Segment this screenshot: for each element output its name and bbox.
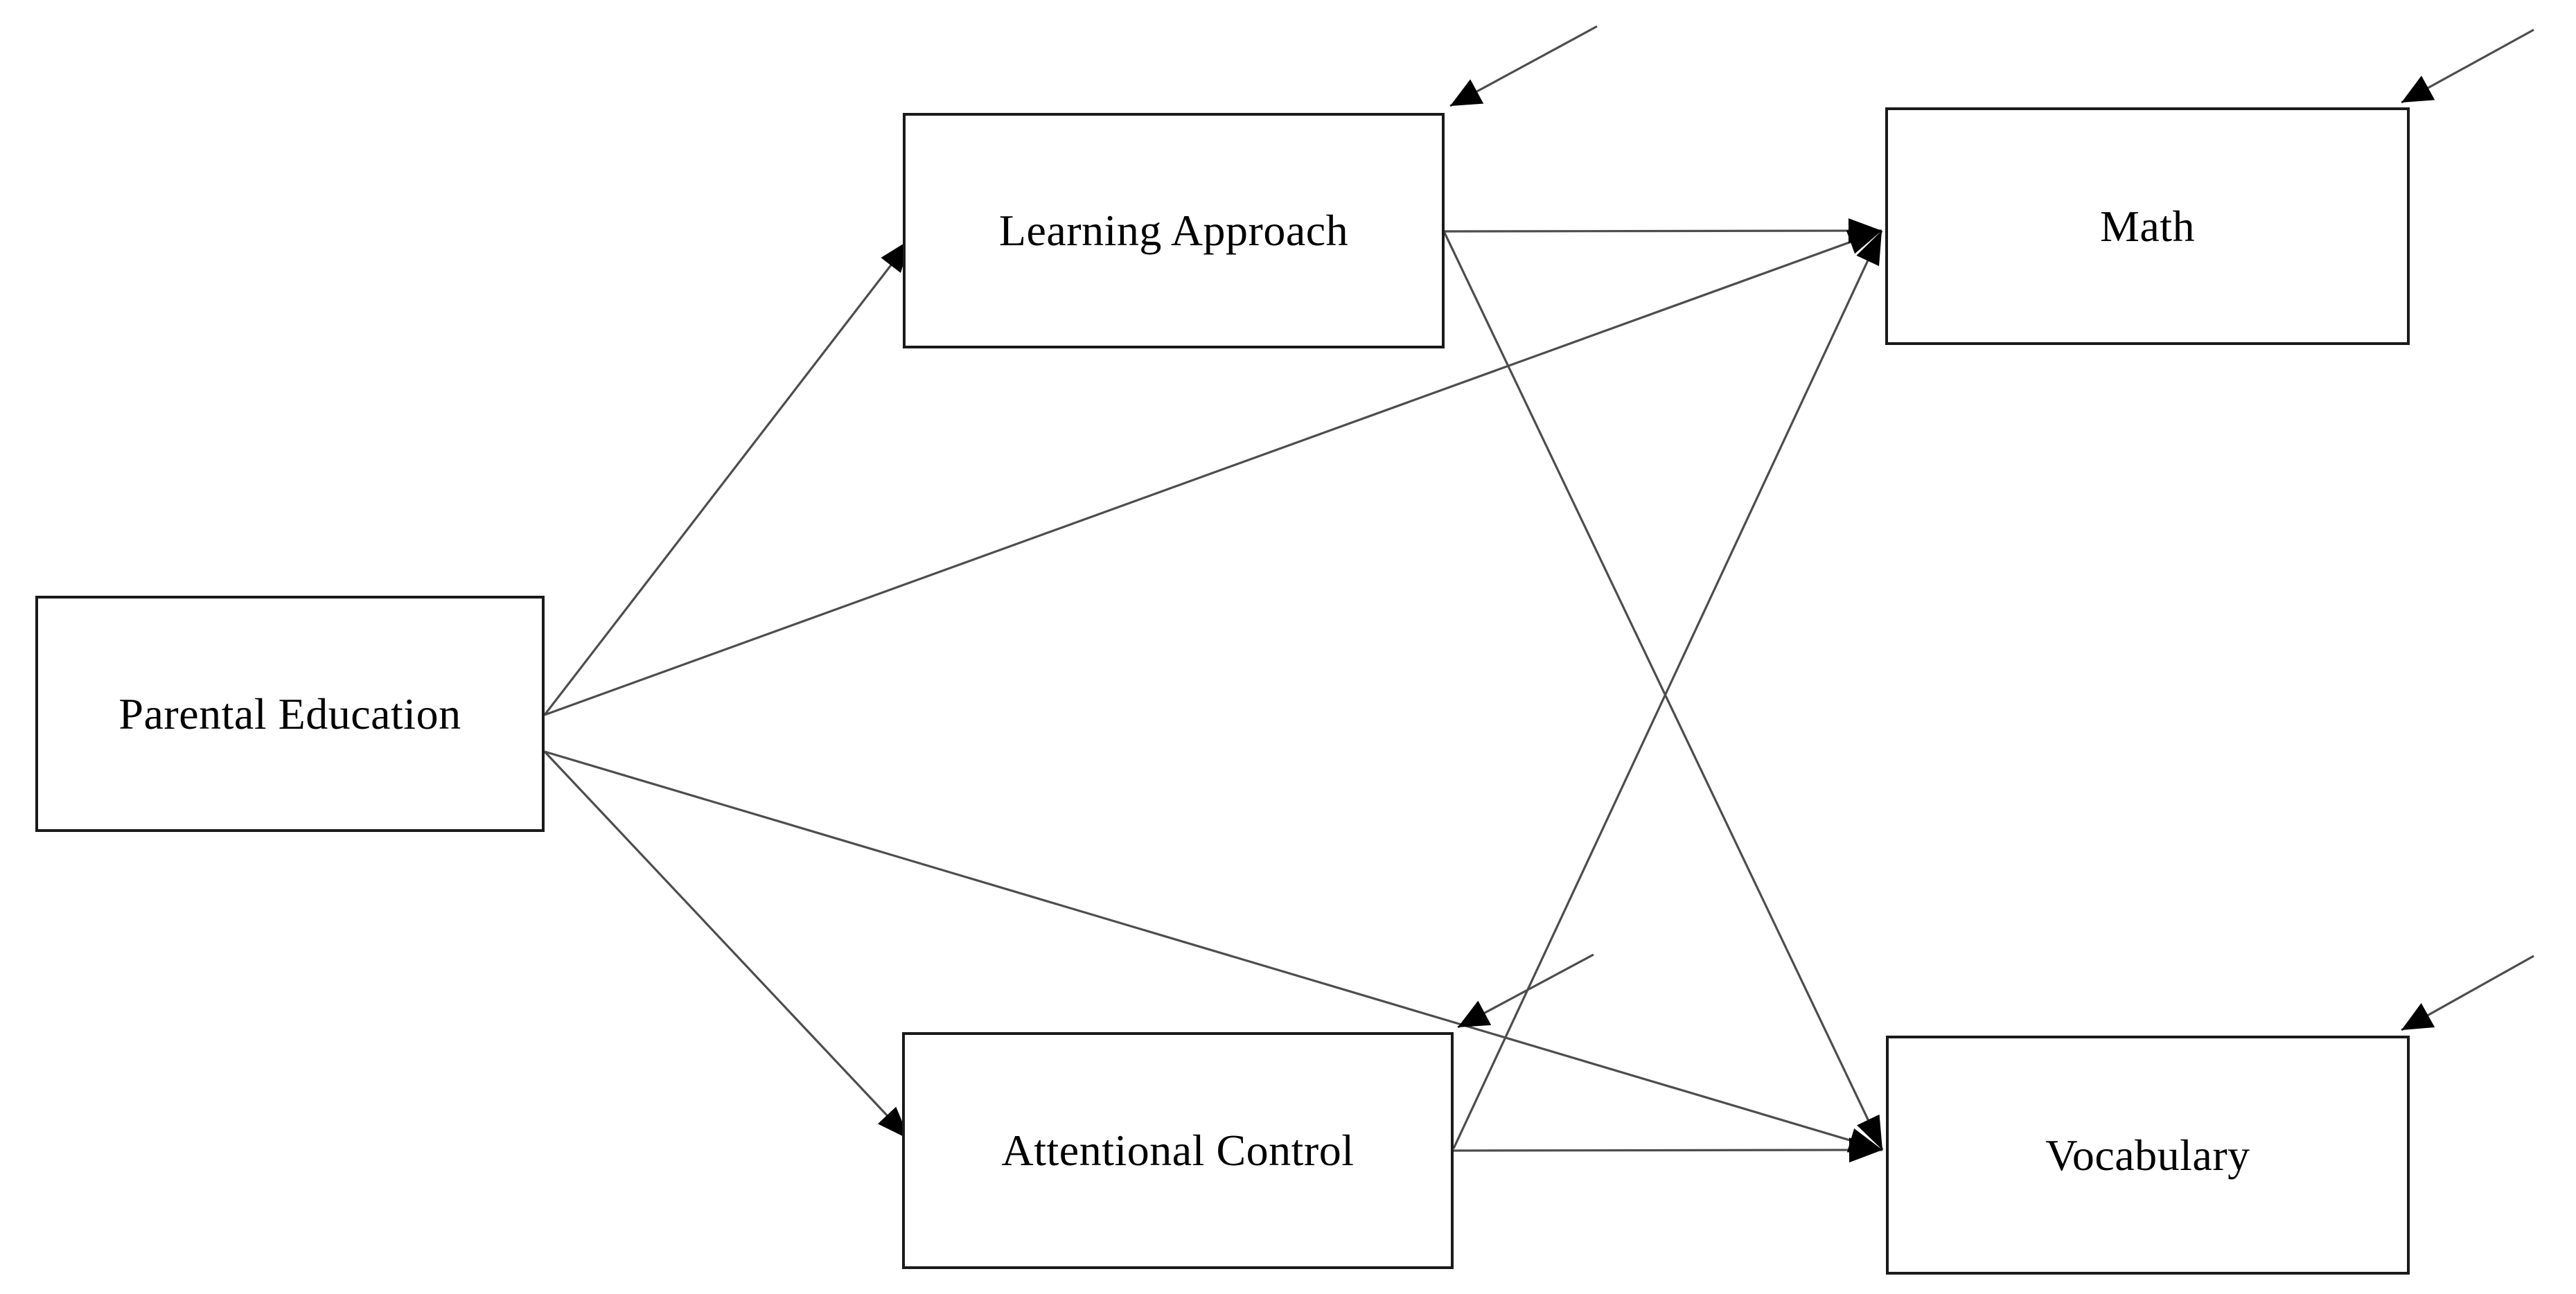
- node-label-vocabulary: Vocabulary: [2045, 1130, 2250, 1180]
- node-label-learning-approach: Learning Approach: [998, 206, 1349, 255]
- arrowhead-ac-to-vocab: [1849, 1137, 1882, 1163]
- arrowhead-la-to-vocab: [1857, 1114, 1882, 1150]
- arrowhead-d-attentional-control: [1458, 1000, 1492, 1027]
- path-pe-to-ac: [543, 750, 911, 1141]
- arrowhead-d-vocabulary: [2401, 1003, 2435, 1030]
- node-attentional-control[interactable]: Attentional Control: [902, 1032, 1454, 1269]
- node-vocabulary[interactable]: Vocabulary: [1886, 1036, 2410, 1275]
- path-la-to-vocab: [1443, 232, 1884, 1151]
- path-pe-to-math: [544, 229, 1882, 716]
- node-parental-education[interactable]: Parental Education: [35, 596, 545, 832]
- node-learning-approach[interactable]: Learning Approach: [903, 113, 1445, 348]
- structural-paths-group: [543, 229, 1884, 1152]
- arrowhead-pe-to-ac: [877, 1106, 910, 1140]
- path-ac-to-vocab: [1453, 1149, 1883, 1152]
- path-pe-to-vocab: [544, 750, 1883, 1151]
- path-ac-to-math: [1452, 230, 1883, 1149]
- arrowhead-ac-to-math: [1856, 231, 1882, 267]
- node-math[interactable]: Math: [1885, 107, 2410, 345]
- node-label-parental-education: Parental Education: [118, 689, 461, 738]
- path-pe-to-la: [543, 238, 912, 716]
- arrowhead-d-learning-approach: [1450, 79, 1484, 106]
- node-label-attentional-control: Attentional Control: [1001, 1126, 1355, 1175]
- arrowhead-la-to-math: [1848, 218, 1882, 244]
- arrowhead-d-math: [2401, 76, 2435, 103]
- node-label-math: Math: [2099, 201, 2196, 251]
